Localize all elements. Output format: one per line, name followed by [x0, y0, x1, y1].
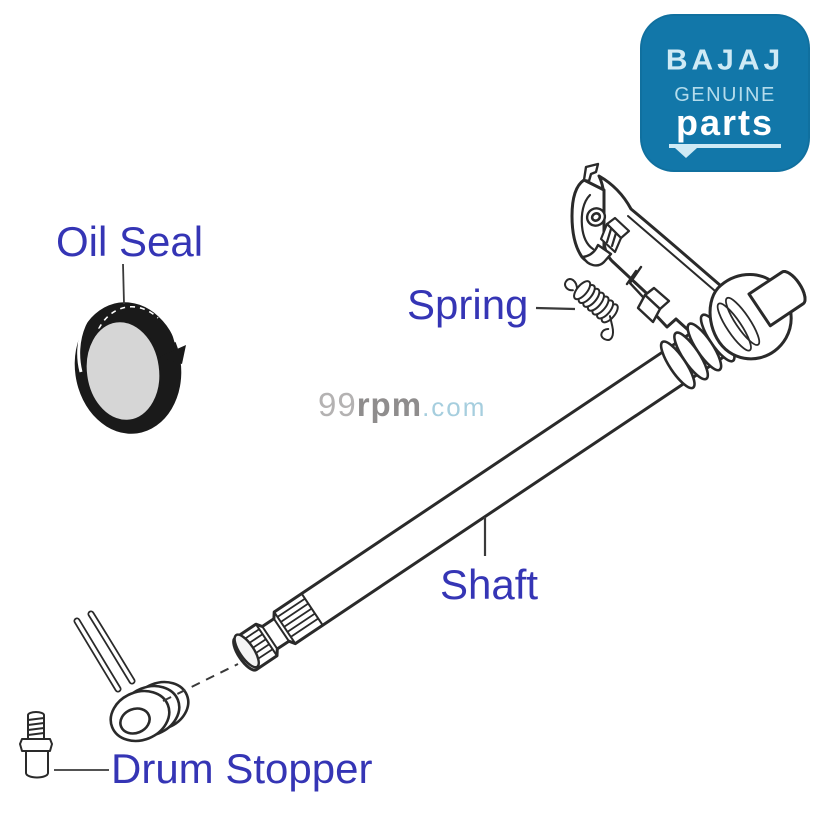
- drum-stopper-label: Drum Stopper: [111, 745, 373, 792]
- watermark-tld: .com: [422, 392, 487, 422]
- arm-mid-hook: [625, 265, 671, 324]
- spring-label: Spring: [407, 281, 529, 328]
- bajaj-genuine-parts-logo: BAJAJ GENUINE parts: [640, 14, 810, 172]
- arm-pawl-block: [599, 216, 631, 254]
- oil-seal-face: [84, 320, 162, 422]
- oil-seal-label: Oil Seal: [56, 218, 204, 265]
- arm-pivot-hole-center: [590, 212, 602, 222]
- watermark-word: rpm: [356, 386, 423, 423]
- boss-groove-1: [716, 302, 752, 352]
- arm-head-top-tab: [582, 162, 600, 183]
- shaft-end-face: [233, 633, 260, 669]
- spring-hook-bottom: [600, 315, 614, 341]
- logo-underline-arrow-icon: [675, 148, 697, 158]
- oil-seal-rim-dashed-line: [94, 305, 159, 339]
- oil-seal-rim-highlight: [77, 294, 178, 373]
- shaft-stub: [747, 270, 807, 328]
- arm-head-inner-curve: [580, 193, 595, 251]
- spring-leader: [535, 306, 576, 311]
- logo-genuine-text: GENUINE: [674, 84, 776, 106]
- oil-seal-drawing: [74, 294, 186, 434]
- spring-hook-top: [564, 278, 579, 292]
- drum-stopper-bolt-drawing: [19, 711, 53, 779]
- logo-underline: [669, 144, 781, 158]
- logo-parts-text: parts: [675, 102, 775, 143]
- logo-brand-text: BAJAJ: [665, 44, 785, 77]
- leader-lines: [54, 263, 576, 771]
- arm-head-foot: [581, 243, 613, 267]
- drum-stopper-spring-drawing: [73, 610, 190, 743]
- oil-seal-tab-arrow: [159, 345, 186, 364]
- arm-boss-drawing: [708, 270, 807, 361]
- assembly-dashed-line: [162, 663, 239, 702]
- spline-ridges-inner: [277, 598, 319, 638]
- shaft-label: Shaft: [440, 561, 539, 608]
- extension-spring-drawing: [564, 278, 619, 341]
- spring-coil-hole: [119, 707, 151, 735]
- watermark-number: 99: [318, 386, 357, 423]
- oil-seal-leader: [122, 263, 125, 305]
- boss-groove-2: [725, 296, 761, 346]
